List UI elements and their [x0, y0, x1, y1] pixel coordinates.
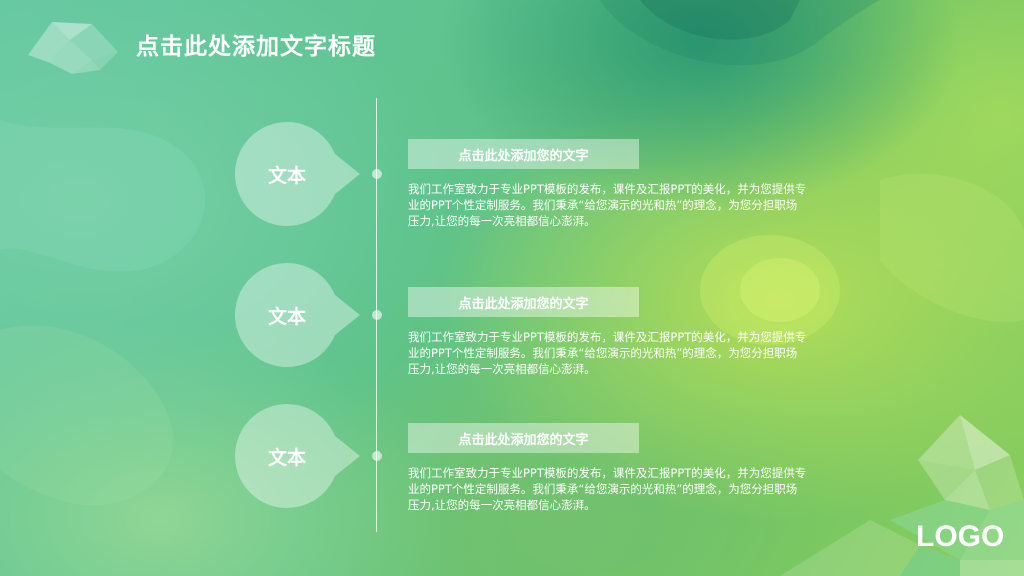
- timeline-dot: [372, 169, 382, 179]
- bubble-shape: [235, 404, 360, 508]
- bubble-label: 文本: [267, 305, 306, 328]
- bubble-label: 文本: [267, 446, 306, 469]
- item-body-text[interactable]: 我们工作室致力于专业PPT模板的发布，课件及汇报PPT的美化，并为您提供专业的P…: [408, 182, 807, 228]
- logo: LOGO: [916, 520, 1005, 553]
- timeline-dot: [372, 310, 382, 320]
- bubble-shape: [235, 263, 360, 367]
- bubble-shape: [235, 122, 360, 226]
- low-poly-gem-icon: [28, 22, 118, 74]
- item-body-text[interactable]: 我们工作室致力于专业PPT模板的发布，课件及汇报PPT的美化，并为您提供专业的P…: [408, 466, 807, 512]
- item-heading[interactable]: 点击此处添加您的文字: [408, 287, 639, 317]
- item-heading[interactable]: 点击此处添加您的文字: [408, 423, 639, 453]
- text-bubble[interactable]: 文本: [230, 404, 362, 508]
- timeline-dot: [372, 451, 382, 461]
- bubble-label: 文本: [267, 164, 306, 187]
- text-bubble[interactable]: 文本: [230, 122, 362, 226]
- item-heading[interactable]: 点击此处添加您的文字: [408, 139, 639, 169]
- slide-title[interactable]: 点击此处添加文字标题: [136, 34, 376, 60]
- text-bubble[interactable]: 文本: [230, 263, 362, 367]
- item-body-text[interactable]: 我们工作室致力于专业PPT模板的发布，课件及汇报PPT的美化，并为您提供专业的P…: [408, 330, 807, 376]
